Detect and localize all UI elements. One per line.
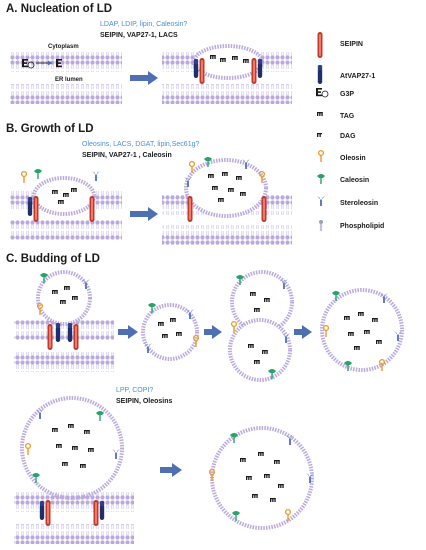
oleosin-icon — [317, 149, 325, 163]
section-c-proteins-known: SEIPIN, Oleosins — [116, 398, 173, 405]
budding-lipid-droplet — [36, 270, 92, 326]
section-b-title: B. Growth of LD — [6, 123, 94, 135]
legend-label-phospholipid: Phospholipid — [340, 223, 384, 230]
legend: SEIPIN AtVAP27-1 G3P TAG — [316, 32, 384, 231]
mature-lipid-droplet-c2 — [210, 426, 314, 530]
detached-lipid-droplet — [141, 303, 199, 361]
er-membrane-c2-lower — [14, 524, 134, 544]
legend-label-caleosin: Caleosin — [340, 177, 369, 184]
legend-item-oleosin: Oleosin — [317, 149, 366, 163]
cytoplasm-label: Cytoplasm — [48, 44, 79, 50]
section-a: A. Nucleation of LD LDAP, LDIP, lipin, C… — [6, 3, 292, 104]
tag-icon — [317, 112, 323, 116]
mature-lipid-droplet-c1 — [320, 288, 404, 372]
legend-label-oleosin: Oleosin — [340, 155, 366, 162]
section-b: B. Growth of LD Oleosins, LACS, DGAT, li… — [6, 123, 292, 245]
seipin-a-2 — [251, 58, 257, 84]
vap27-icon — [317, 65, 323, 84]
er-membrane-c1 — [14, 320, 114, 340]
section-c: C. Budding of LD LPP, COPI? SEIPIN, Oleo… — [6, 253, 404, 544]
legend-item-vap27: AtVAP27-1 — [317, 65, 375, 84]
legend-item-dag: DAG — [317, 133, 356, 140]
er-icon — [56, 59, 62, 68]
phospholipid-icon — [319, 220, 323, 231]
steroleosin-icon — [317, 196, 325, 206]
section-b-proteins-known: SEIPIN, VAP27-1 , Caleosin — [82, 152, 172, 159]
g3p-icon — [316, 88, 329, 98]
seipin-a-1 — [199, 58, 205, 84]
dag-icon — [317, 133, 322, 137]
growing-lipid-droplet — [184, 158, 268, 218]
section-b-proteins-candidate: Oleosins, LACS, DGAT, lipin,Sec61g? — [82, 141, 199, 148]
section-a-proteins-known: SEIPIN, VAP27-1, LACS — [100, 32, 178, 39]
legend-item-g3p: G3P — [316, 88, 354, 98]
er-membrane-left-a-lower — [10, 84, 122, 104]
er-lumen-label: ER lumen — [55, 77, 83, 83]
legend-item-caleosin: Caleosin — [316, 173, 369, 185]
caleosin-icon — [316, 173, 326, 185]
legend-label-tag: TAG — [340, 113, 355, 120]
er-membrane-left-b-lower — [10, 220, 122, 240]
er-membrane-left-a — [10, 52, 122, 72]
section-c-proteins-candidate: LPP, COPI? — [116, 387, 153, 394]
er-membrane-c2 — [14, 492, 134, 512]
fusing-lipid-droplet-bottom — [228, 318, 292, 382]
legend-label-seipin: SEIPIN — [340, 41, 363, 48]
legend-item-tag: TAG — [317, 112, 355, 120]
section-a-proteins-candidate: LDAP, LDIP, lipin, Caleosin? — [100, 21, 187, 28]
legend-item-phospholipid: Phospholipid — [319, 220, 384, 231]
er-membrane-right-b-lower — [162, 225, 292, 245]
legend-item-seipin: SEIPIN — [317, 32, 363, 58]
seipin-icon — [317, 32, 323, 58]
section-a-title: A. Nucleation of LD — [6, 3, 112, 15]
legend-label-dag: DAG — [340, 133, 356, 140]
legend-label-steroleosin: Steroleosin — [340, 200, 378, 207]
er-membrane-right-a-lower — [162, 84, 292, 104]
legend-item-steroleosin: Steroleosin — [317, 196, 378, 207]
er-membrane-c1-lower — [14, 352, 114, 372]
legend-label-g3p: G3P — [340, 91, 354, 98]
legend-label-vap27: AtVAP27-1 — [340, 73, 375, 80]
section-c-title: C. Budding of LD — [6, 253, 100, 265]
g3p-icon — [22, 59, 35, 69]
